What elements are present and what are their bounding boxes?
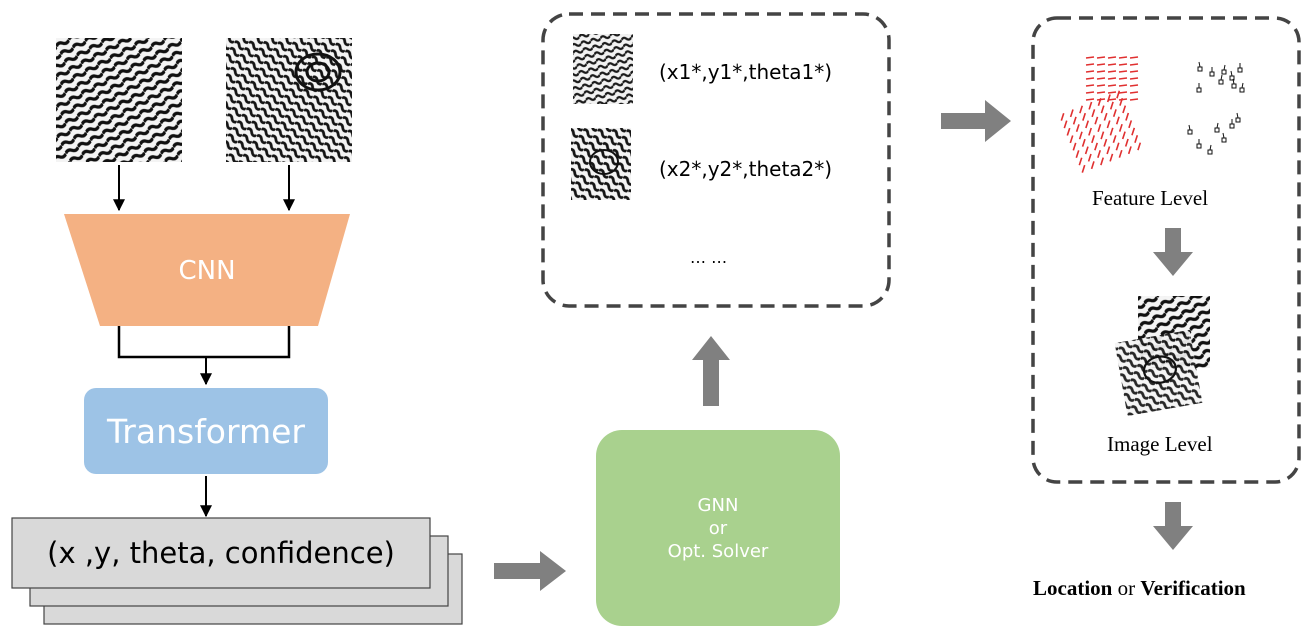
candidate-pose-2: (x2*,y2*,theta2*): [659, 157, 833, 181]
solver-label-or: or: [708, 518, 728, 539]
candidate-patch-1: [573, 34, 633, 104]
result-location: Location: [1033, 576, 1113, 600]
output-tuple-label: (x ,y, theta, confidence): [47, 536, 395, 570]
feature-level-label: Feature Level: [1092, 186, 1209, 210]
cnn-merge-bracket: [117, 326, 291, 359]
cnn-label: CNN: [178, 256, 236, 286]
arrow-output-to-solver: [494, 551, 566, 591]
image-level-label: Image Level: [1107, 432, 1213, 456]
minutiae-points: [1187, 61, 1245, 155]
output-card-stack: [11, 517, 463, 625]
result-verification: Verification: [1140, 576, 1246, 600]
input-fingerprint-1: [56, 38, 182, 162]
candidate-pose-1: (x1*,y1*,theta1*): [659, 60, 833, 84]
transformer-label: Transformer: [106, 412, 306, 451]
alignment-box: [1031, 16, 1301, 484]
result-label: Location or Verification: [1033, 578, 1246, 599]
result-or: or: [1117, 576, 1136, 600]
orientation-field: [1060, 56, 1142, 173]
aligned-prints: [1114, 296, 1210, 416]
input-fingerprint-2: [226, 38, 352, 162]
arrow-candidates-to-alignment: [941, 100, 1011, 142]
candidates-box: [541, 12, 891, 308]
arrow-solver-to-candidates: [692, 336, 730, 406]
arrow-alignment-to-result: [1153, 502, 1193, 550]
candidate-patch-2: [571, 128, 631, 200]
solver-block: [596, 430, 840, 626]
cnn-block: [64, 214, 350, 326]
candidate-ellipsis: … …: [690, 248, 728, 267]
candidate-patch-2-core: [589, 149, 619, 175]
transformer-block: [84, 388, 328, 474]
solver-label-opt: Opt. Solver: [667, 541, 769, 562]
arrow-feature-to-image: [1153, 228, 1193, 276]
solver-label-gnn: GNN: [697, 495, 739, 516]
